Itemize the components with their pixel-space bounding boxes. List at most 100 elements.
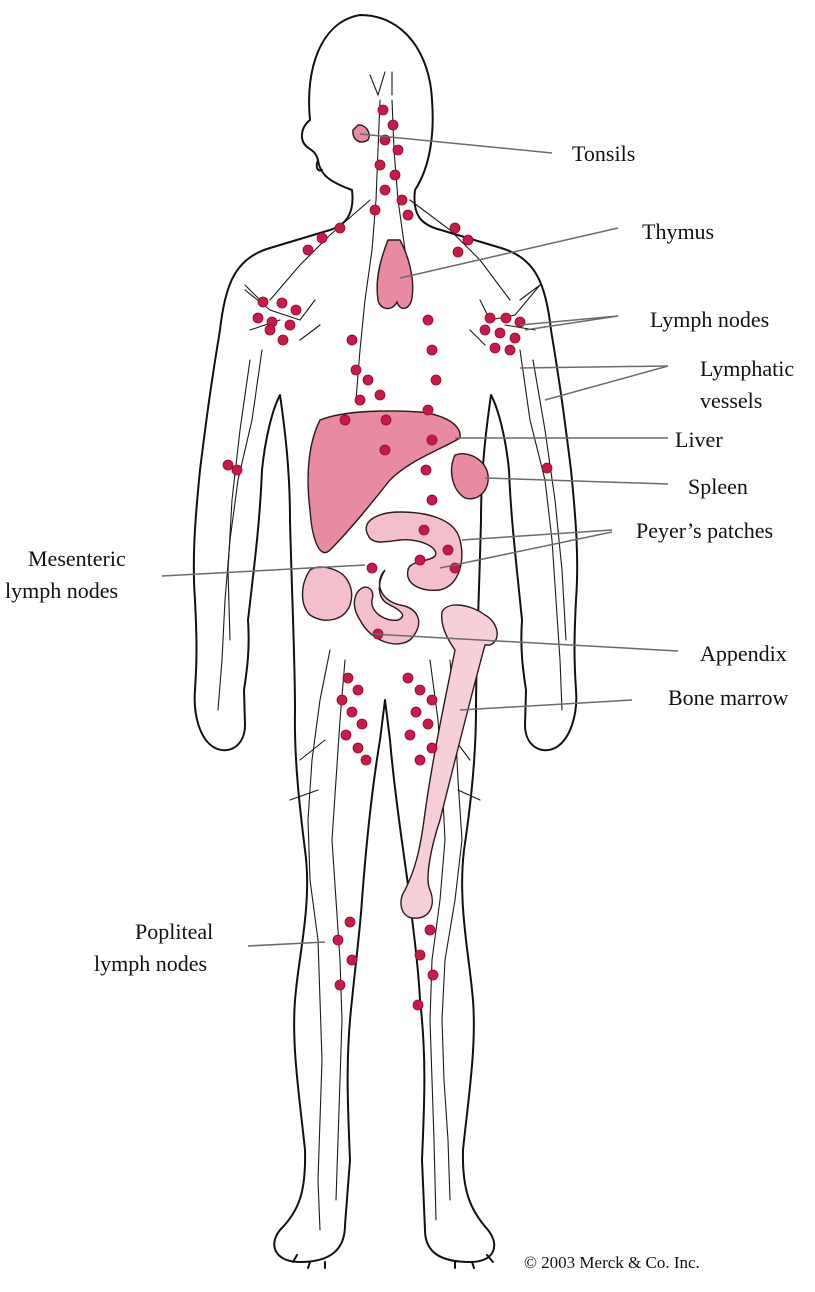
label-lymph-nodes: Lymph nodes [650,307,769,332]
lymph-node-dot [335,223,345,233]
lymph-node-dot [232,465,242,475]
lymph-node-dot [490,343,500,353]
lymph-node-dot [510,333,520,343]
lymph-node-dot [337,695,347,705]
label-tonsils: Tonsils [572,141,635,166]
label-liver: Liver [675,427,723,452]
lymph-node-dot [428,970,438,980]
lymph-node-dot [390,170,400,180]
lymph-node-dot [351,365,361,375]
lymph-node-dot [223,460,233,470]
lymph-node-dot [443,545,453,555]
lymph-node-dot [427,495,437,505]
lymph-node-dot [380,185,390,195]
lymph-node-dot [425,925,435,935]
leader-thymus [400,228,618,278]
lymph-node-dot [278,335,288,345]
lymph-node-dot [353,743,363,753]
lymph-node-dot [343,673,353,683]
label-lymphatic: Lymphatic [700,356,794,381]
lymph-node-dot [423,719,433,729]
lymph-node-dot [341,730,351,740]
lymph-node-dot [415,555,425,565]
lymph-node-dot [419,525,429,535]
lymph-node-dot [415,685,425,695]
lymph-node-dot [345,917,355,927]
label-appendix: Appendix [700,641,787,666]
cecum [303,567,352,620]
lymph-node-dot [347,335,357,345]
lymph-node-dot [388,120,398,130]
lymph-node-dot [381,415,391,425]
lymph-node-dot [501,313,511,323]
lymph-node-dot [505,345,515,355]
lymph-node-dot [375,160,385,170]
lymph-node-dot [423,405,433,415]
copyright-notice: © 2003 Merck & Co. Inc. [524,1253,700,1272]
lymph-node-dot [355,395,365,405]
label-popliteal-2: lymph nodes [94,951,207,976]
label-vessels: vessels [700,388,762,413]
lymph-node-dot [357,719,367,729]
lymph-node-dot [542,463,552,473]
lymph-node-dot [291,305,301,315]
lymph-node-dot [427,345,437,355]
lymph-node-dot [340,415,350,425]
lymph-node-dot [393,145,403,155]
lymph-node-dot [253,313,263,323]
label-thymus: Thymus [642,219,714,244]
lymph-node-dot [485,313,495,323]
lymph-node-dot [347,955,357,965]
lymph-node-dot [380,445,390,455]
lymph-node-dot [361,755,371,765]
lymph-node-dot [265,325,275,335]
lymph-node-dot [431,375,441,385]
label-spleen: Spleen [688,474,748,499]
lymph-node-dot [403,673,413,683]
lymph-node-dot [415,755,425,765]
lymph-node-dot [421,465,431,475]
leader-lymphatic-b [545,366,668,400]
lymph-node-dot [453,247,463,257]
label-mesenteric-2: lymph nodes [5,578,118,603]
leader-spleen [485,478,668,484]
leader-bone-marrow [460,700,632,710]
leader-appendix [372,634,678,651]
thymus [377,240,413,309]
label-bone-marrow: Bone marrow [668,685,788,710]
lymph-node-dot [333,935,343,945]
lymph-node-dot [427,695,437,705]
lymph-node-dot [403,210,413,220]
label-mesenteric: Mesenteric [28,546,126,571]
lymph-node-dot [411,707,421,717]
lymph-node-dot [413,1000,423,1010]
lymph-node-dot [405,730,415,740]
lymph-node-dot [347,707,357,717]
lymph-node-dot [415,950,425,960]
lymph-node-dot [450,223,460,233]
lymph-node-dot [303,245,313,255]
label-popliteal: Popliteal [135,919,213,944]
lymph-node-dot [495,328,505,338]
lymph-node-dot [423,315,433,325]
labels: Tonsils Thymus Lymph nodes Lymphatic ves… [5,141,794,1272]
lymph-node-dot [335,980,345,990]
leader-lymphatic-a [520,366,668,368]
leader-peyers-a [462,530,612,540]
leader-peyers-b [440,532,612,568]
lymph-node-dot [353,685,363,695]
lymph-node-dot [378,105,388,115]
lymph-node-dot [317,233,327,243]
lymph-node-dot [515,317,525,327]
lymph-node-dot [367,563,377,573]
lymph-node-dot [285,320,295,330]
lymph-node-dot [370,205,380,215]
lymph-node-dot [258,297,268,307]
lymph-node-dot [277,298,287,308]
lymph-node-dot [463,235,473,245]
lymph-node-dot [397,195,407,205]
lymph-node-dot [427,743,437,753]
lymph-node-dot [375,390,385,400]
